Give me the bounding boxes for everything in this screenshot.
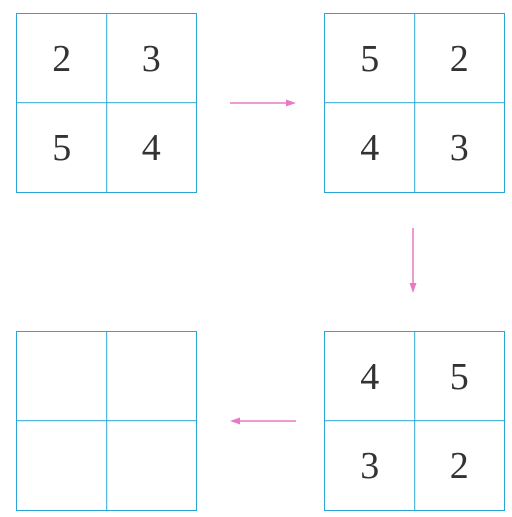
grid-1-cell-bottom-right: 4: [141, 126, 161, 169]
grid-1: 2 3 5 4: [16, 13, 197, 193]
grid-3-cell-bottom-left: 3: [360, 444, 380, 487]
grid-2-cell-bottom-right: 3: [449, 126, 469, 169]
grid-divider-horizontal: [325, 420, 504, 422]
grid-2-cell-top-left: 5: [360, 37, 380, 80]
grid-2-cell-top-right: 2: [449, 37, 469, 80]
grid-2: 5 2 4 3: [324, 13, 505, 193]
grid-3-cell-top-right: 5: [449, 355, 469, 398]
arrow-left-icon: [230, 417, 296, 425]
grid-3: 4 5 3 2: [324, 331, 505, 511]
grid-divider-horizontal: [17, 102, 196, 104]
grid-1-cell-top-right: 3: [141, 37, 161, 80]
grid-1-cell-bottom-left: 5: [52, 126, 72, 169]
grid-4-cell-bottom-left[interactable]: [17, 421, 107, 510]
arrow-right-icon: [230, 99, 296, 107]
grid-4: [16, 331, 197, 511]
grid-2-cell-bottom-left: 4: [360, 126, 380, 169]
grid-4-cell-top-left[interactable]: [17, 332, 107, 421]
grid-1-cell-top-left: 2: [52, 37, 72, 80]
grid-3-cell-bottom-right: 2: [449, 444, 469, 487]
grid-divider-horizontal: [325, 102, 504, 104]
grid-4-cell-bottom-right[interactable]: [107, 421, 197, 510]
grid-4-cell-top-right[interactable]: [107, 332, 197, 421]
grid-3-cell-top-left: 4: [360, 355, 380, 398]
grid-divider-horizontal: [17, 420, 196, 422]
arrow-down-icon: [409, 228, 417, 293]
